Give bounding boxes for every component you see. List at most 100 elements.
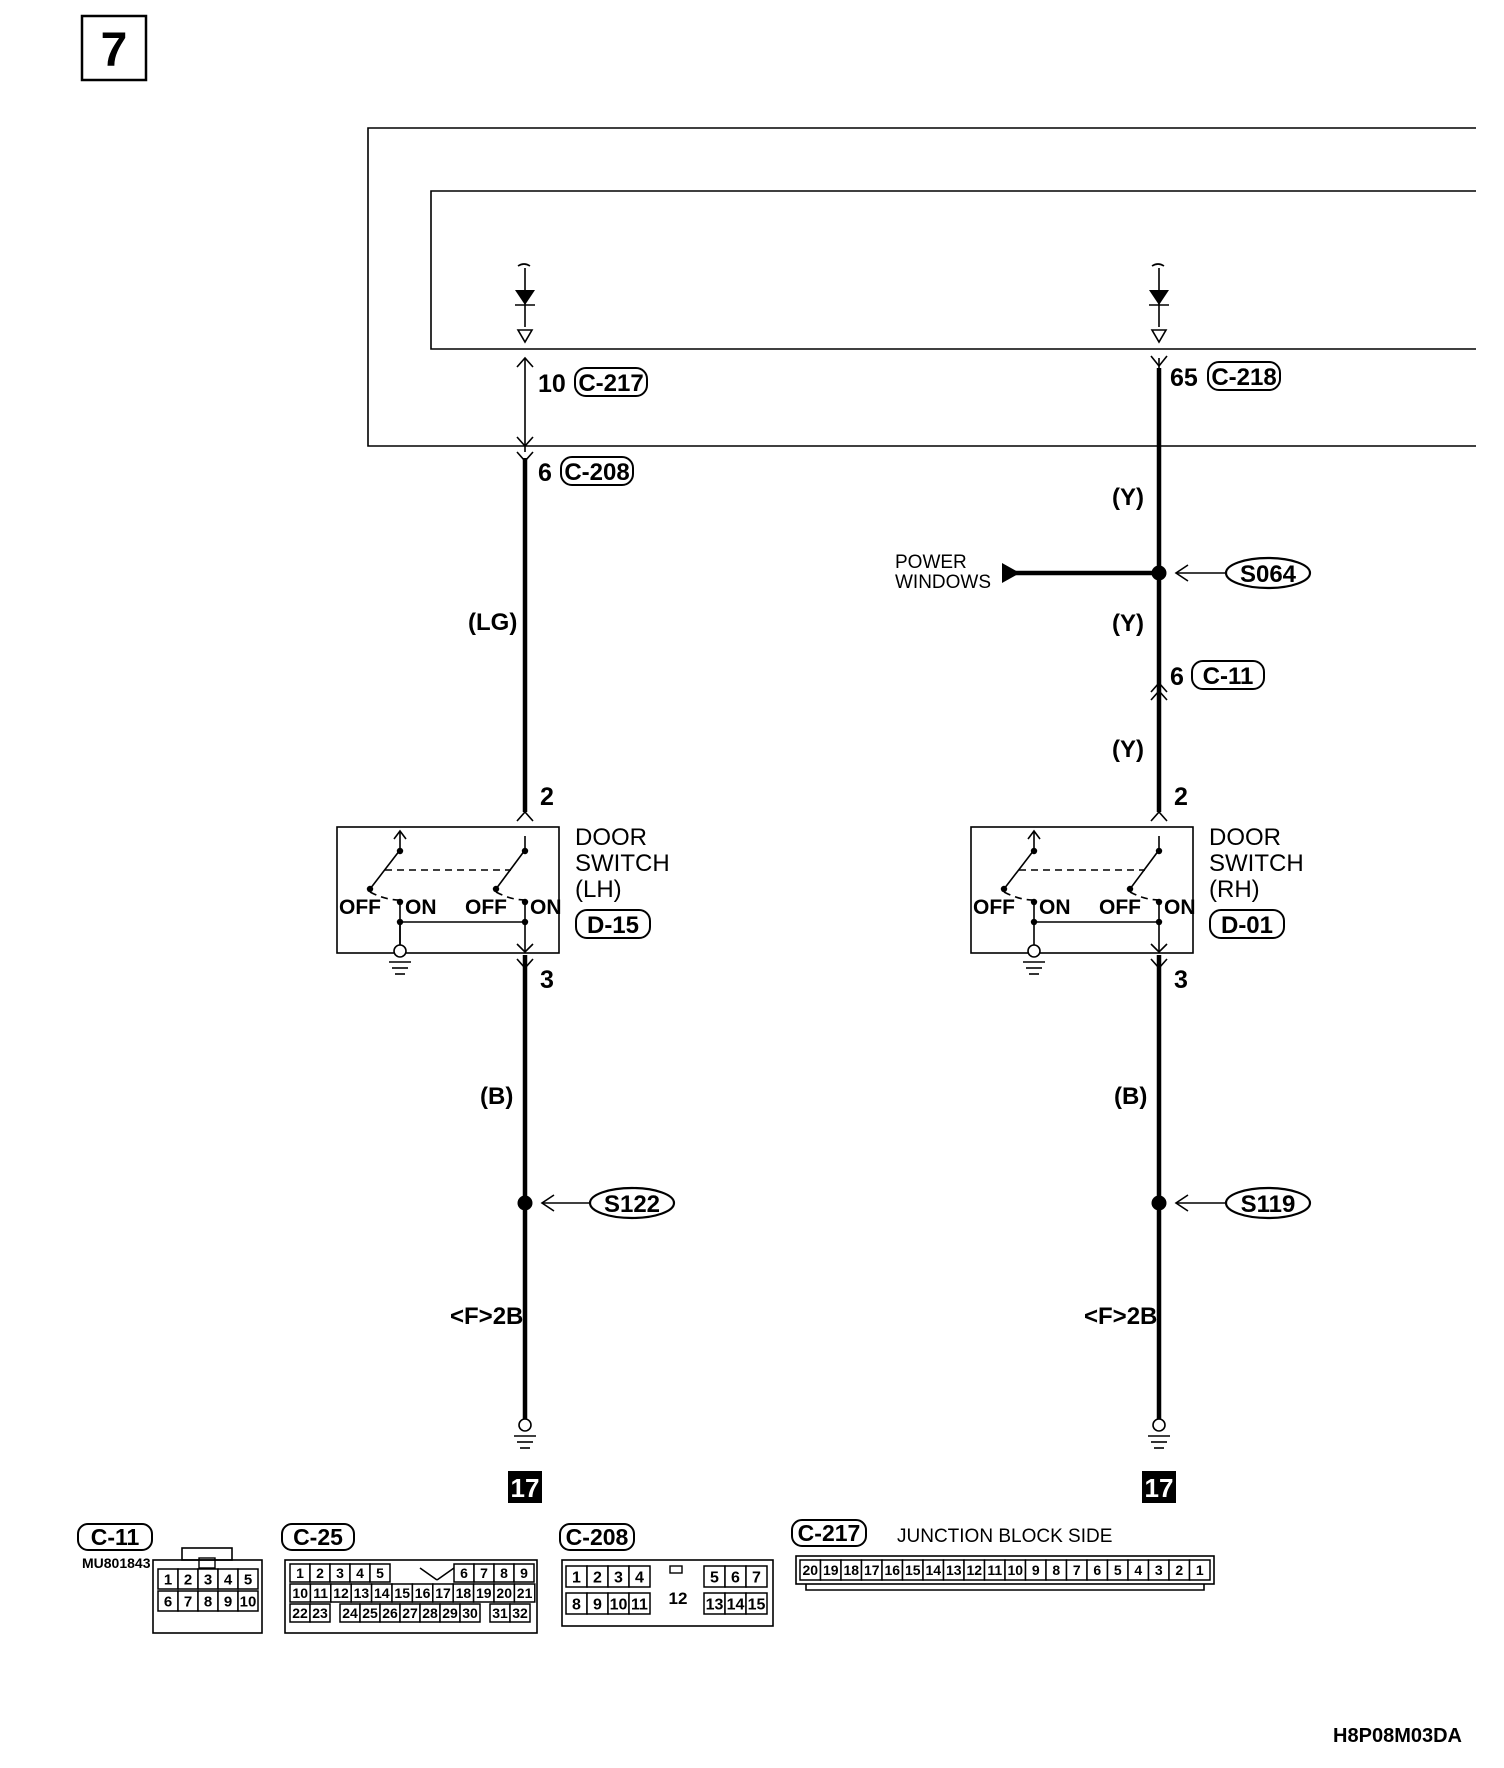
c217-pin: 10 [538,370,566,398]
c25-pin-4: 4 [356,1565,364,1581]
splice-s122: S122 [517,1186,676,1220]
wire-color-b-right: (B) [1114,1083,1147,1110]
c217-pin-4: 4 [1134,1562,1142,1578]
c208-pin-4: 4 [635,1569,644,1586]
power-windows-branch: POWER WINDOWS [895,552,1167,593]
ground-right: 17 [1142,1418,1176,1503]
c25-pin-31: 31 [492,1605,508,1621]
c217-pin-17: 17 [864,1562,880,1578]
c208-pin-6: 6 [731,1569,740,1586]
ground-ref-box-left: 17 [511,1473,540,1503]
connector-c11-label: 6 C-11 [1170,660,1265,691]
c11-cell [237,1590,259,1612]
c217-label: C-217 [578,370,643,397]
c208-cell [628,1565,651,1588]
c208-pin-14: 14 [727,1596,745,1613]
c25-pin-9: 9 [520,1565,528,1581]
splice-s064: S064 [1174,556,1312,590]
c11-pin-2: 2 [184,1571,192,1588]
c25-cell [369,1563,391,1583]
wire-color-y-1: (Y) [1112,484,1144,511]
c217-pin-12: 12 [966,1562,982,1578]
c11-pin-10: 10 [240,1593,257,1610]
c25-view-label: C-25 [293,1524,343,1550]
c25-pin-21: 21 [517,1585,533,1601]
c208-cell [745,1565,768,1588]
c25-pin-32: 32 [512,1605,528,1621]
page-number-box: 7 [80,14,148,82]
power-windows-line1: POWER [895,552,967,573]
c217-pin-14: 14 [925,1562,941,1578]
c217-pin-8: 8 [1052,1562,1060,1578]
c25-pin-30: 30 [462,1605,478,1621]
c217-pin-13: 13 [946,1562,962,1578]
c217-pin-10: 10 [1007,1562,1023,1578]
c25-pin-13: 13 [354,1585,370,1601]
lh-title-1: DOOR [575,824,647,851]
lh-on-2: ON [530,896,562,919]
c208-pin-3: 3 [614,1569,623,1586]
internal-diode-left [515,263,535,344]
c25-pin-17: 17 [435,1585,451,1601]
c217-pin-18: 18 [843,1562,859,1578]
lh-title-2: SWITCH [575,850,670,877]
wire-color-lg: (LG) [468,609,517,636]
rh-title-1: DOOR [1209,824,1281,851]
left-circuit-wire [516,356,534,1420]
rh-on-2: ON [1164,896,1196,919]
c11-pin-3: 3 [204,1571,212,1588]
page-number: 7 [101,24,128,77]
c25-pin-7: 7 [480,1565,488,1581]
c25-pin-23: 23 [312,1605,328,1621]
wire-color-y-3: (Y) [1112,736,1144,763]
c11-label: C-11 [1203,663,1254,690]
c25-cell [459,1603,481,1623]
c25-pin-14: 14 [374,1585,390,1601]
connector-c218-label: 65 C-218 [1170,361,1281,392]
c217-cell [1188,1559,1211,1581]
rh-pin-top: 2 [1174,783,1188,811]
c208-pin-9: 9 [593,1596,602,1613]
connector-c208-label: 6 C-208 [538,456,634,487]
s119-label: S119 [1241,1191,1296,1218]
c208-pin-2: 2 [593,1569,602,1586]
c208-pin-5: 5 [710,1569,719,1586]
c208-pin-15: 15 [748,1596,766,1613]
c217-pin-5: 5 [1114,1562,1122,1578]
c217-pin-3: 3 [1155,1562,1163,1578]
lh-on-1: ON [405,896,437,919]
lh-pin-bottom: 3 [540,966,554,994]
ground-ref-right: <F>2B [1084,1303,1157,1330]
splice-s119: S119 [1151,1186,1312,1220]
door-switch-rh: OFF ON OFF ON 2 3 DOOR SWITCH (RH) D-01 [970,783,1304,994]
c25-pin-27: 27 [402,1605,418,1621]
ground-ref-box-right: 17 [1145,1473,1174,1503]
drawing-code: H8P08M03DA [1333,1725,1462,1747]
ground-ref-left: <F>2B [450,1303,523,1330]
c217-pin-11: 11 [987,1562,1002,1578]
c217-pin-7: 7 [1073,1562,1081,1578]
c25-pin-26: 26 [382,1605,398,1621]
s064-label: S064 [1240,561,1297,588]
c25-pin-20: 20 [496,1585,512,1601]
c25-cell [309,1603,331,1623]
c217-caption: JUNCTION BLOCK SIDE [897,1526,1112,1547]
c217-pin-2: 2 [1175,1562,1183,1578]
c217-pin-16: 16 [884,1562,900,1578]
c25-pin-8: 8 [500,1565,508,1581]
c25-pin-12: 12 [333,1585,349,1601]
c11-pin-9: 9 [224,1593,232,1610]
c25-pin-18: 18 [456,1585,472,1601]
c217-pin-20: 20 [802,1562,818,1578]
rh-pin-bottom: 3 [1174,966,1188,994]
c11-pin-5: 5 [244,1571,252,1588]
ground-left: 17 [508,1418,542,1503]
door-switch-lh: OFF ON OFF ON 2 3 DOOR SWITCH (LH) D-15 [336,783,670,994]
c25-pin-3: 3 [336,1565,344,1581]
